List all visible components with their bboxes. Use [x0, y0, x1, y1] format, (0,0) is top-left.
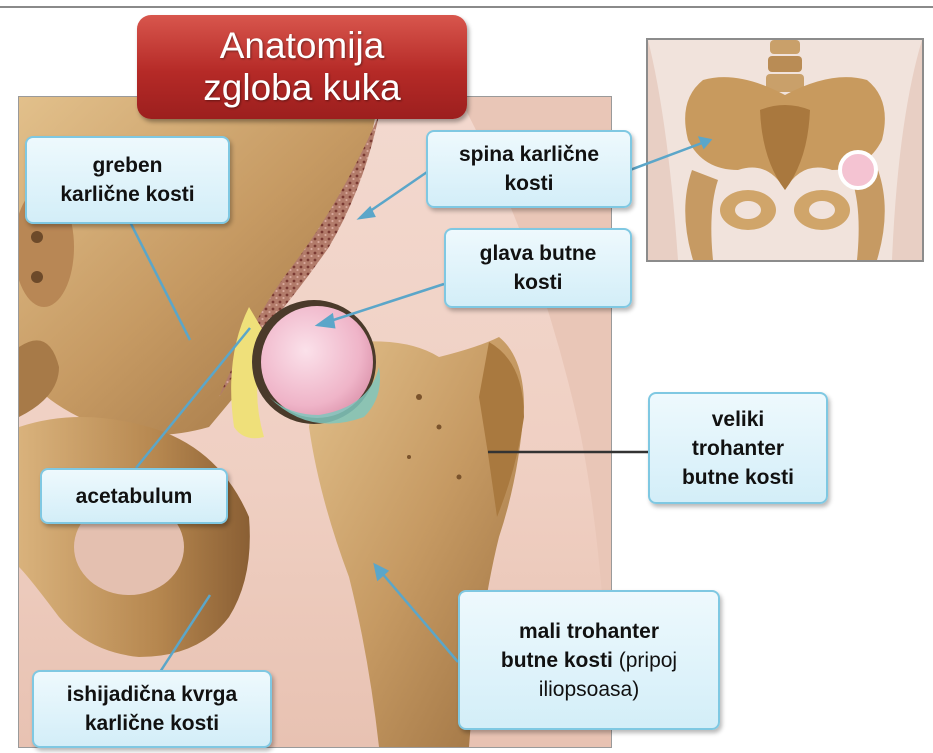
label-mali-line-2-bold: butne kosti	[501, 649, 613, 672]
label-glava-line-2: kosti	[480, 268, 597, 297]
label-acetabulum: acetabulum	[40, 468, 228, 524]
label-veliki-line-2: trohanter	[682, 434, 794, 463]
label-greben-line-1: greben	[60, 151, 194, 180]
label-mali-trohanter: mali trohanter butne kosti (pripoj iliop…	[458, 590, 720, 730]
label-mali-line-1: mali trohanter	[501, 617, 677, 646]
label-mali-line-3: iliopsoasa)	[501, 675, 677, 704]
label-mali-line-2-normal: (pripoj	[613, 649, 677, 672]
label-ishijadicna-line-2: karlične kosti	[67, 709, 237, 738]
label-veliki-line-3: butne kosti	[682, 463, 794, 492]
label-glava: glava butne kosti	[444, 228, 632, 308]
title-line-1: Anatomija	[220, 25, 385, 67]
title-line-2: zgloba kuka	[203, 67, 400, 109]
label-mali-line-2: butne kosti (pripoj	[501, 646, 677, 675]
label-ishijadicna-line-1: ishijadična kvrga	[67, 680, 237, 709]
title-box: Anatomija zgloba kuka	[137, 15, 467, 119]
label-ishijadicna-kvrga: ishijadična kvrga karlične kosti	[32, 670, 272, 748]
label-greben-line-2: karlične kosti	[60, 180, 194, 209]
label-veliki-trohanter: veliki trohanter butne kosti	[648, 392, 828, 504]
label-glava-line-1: glava butne	[480, 239, 597, 268]
label-acetabulum-text: acetabulum	[76, 482, 193, 511]
label-greben: greben karlične kosti	[25, 136, 230, 224]
label-spina-line-2: kosti	[459, 169, 599, 198]
label-spina-line-1: spina karlične	[459, 140, 599, 169]
label-veliki-line-1: veliki	[682, 405, 794, 434]
label-spina: spina karlične kosti	[426, 130, 632, 208]
